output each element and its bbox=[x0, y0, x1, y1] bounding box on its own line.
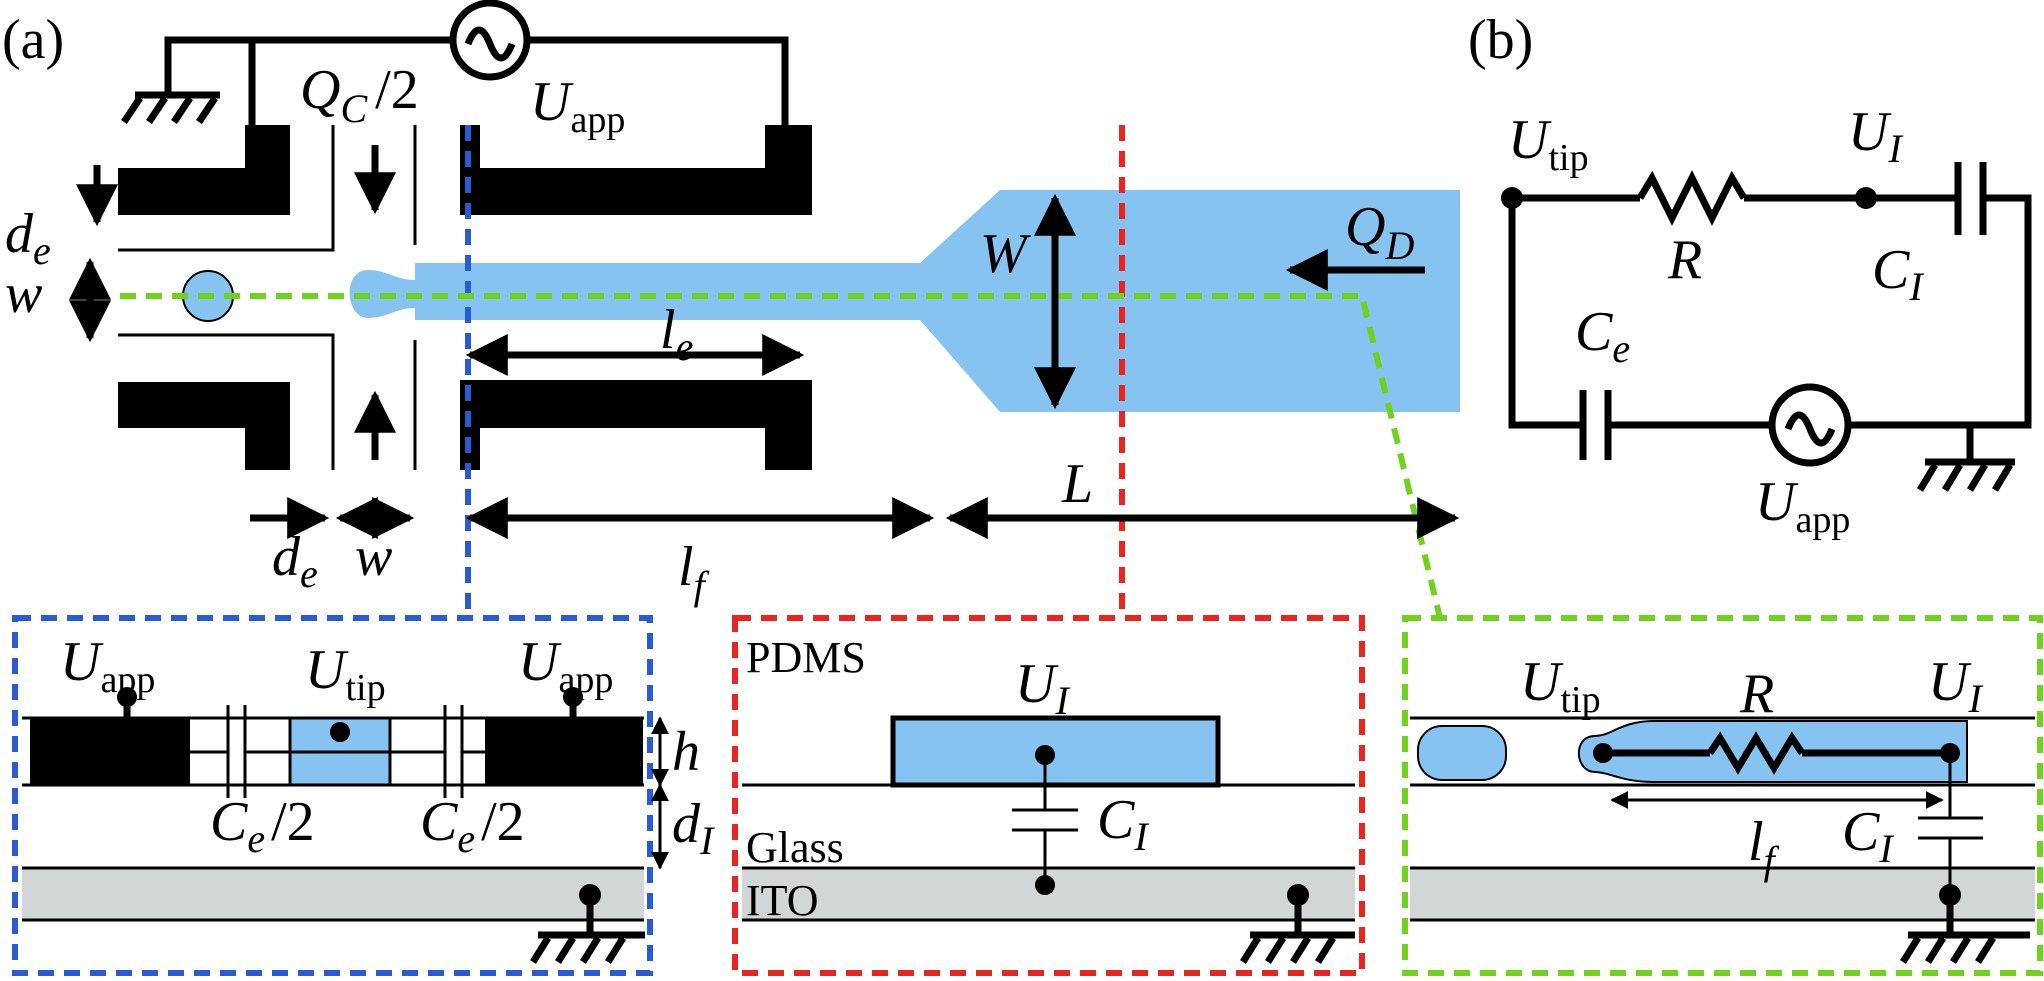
equivalent-circuit bbox=[1501, 162, 2032, 492]
label-red-ui: UI bbox=[1015, 653, 1070, 723]
label-green-ci: CI bbox=[1842, 801, 1894, 871]
label-qd: QD bbox=[1345, 196, 1414, 268]
label-b-uapp: Uapp bbox=[1755, 471, 1850, 541]
label-lf: lf bbox=[678, 536, 710, 608]
label-b-ui: UI bbox=[1848, 101, 1903, 171]
label-glass: Glass bbox=[746, 823, 844, 872]
label-blue-ce-left: Ce/2 bbox=[210, 791, 315, 861]
label-b-r: R bbox=[1667, 229, 1702, 291]
label-blue-h: h bbox=[672, 721, 700, 783]
label-b-utip: Utip bbox=[1508, 109, 1589, 179]
label-green-utip: Utip bbox=[1520, 651, 1601, 721]
label-w-bottom: w bbox=[355, 526, 392, 588]
label-blue-uapp-right: Uapp bbox=[518, 631, 613, 701]
ac-source-icon bbox=[449, 0, 531, 81]
panel-b-label: (b) bbox=[1468, 9, 1533, 71]
label-green-r: R bbox=[1739, 663, 1774, 725]
label-pdms: PDMS bbox=[746, 633, 866, 682]
label-ito: ITO bbox=[746, 876, 819, 925]
label-red-ci: CI bbox=[1097, 789, 1149, 859]
label-blue-ce-right: Ce/2 bbox=[420, 791, 525, 861]
red-cross-section bbox=[732, 615, 1365, 976]
label-le: le bbox=[660, 299, 693, 369]
label-blue-utip: Utip bbox=[305, 639, 386, 709]
green-cross-section bbox=[1402, 615, 2043, 976]
blue-cross-section bbox=[12, 615, 669, 976]
liquid-phase bbox=[182, 190, 1461, 412]
label-de-left: de bbox=[5, 203, 51, 273]
panel-a-label: (a) bbox=[2, 9, 64, 71]
label-w-left: w bbox=[5, 263, 42, 325]
label-de-bottom: de bbox=[272, 526, 318, 596]
resistor-icon bbox=[1636, 170, 1748, 226]
channel-walls bbox=[118, 125, 417, 470]
ground-icon bbox=[121, 96, 218, 124]
label-b-ce: Ce bbox=[1575, 301, 1630, 371]
label-blue-di: dI bbox=[672, 793, 715, 863]
flow-arrows bbox=[69, 145, 1425, 460]
label-qc: QC/2 bbox=[300, 59, 419, 131]
label-b-ci: CI bbox=[1872, 239, 1924, 309]
label-uapp-top: Uapp bbox=[530, 71, 625, 141]
dimension-lines bbox=[250, 193, 1460, 539]
top-circuit bbox=[121, 0, 789, 125]
label-blue-uapp-left: Uapp bbox=[60, 631, 155, 701]
label-green-ui: UI bbox=[1928, 651, 1983, 721]
label-L: L bbox=[1061, 453, 1093, 515]
label-W: W bbox=[980, 223, 1031, 285]
electrodes bbox=[118, 125, 812, 470]
